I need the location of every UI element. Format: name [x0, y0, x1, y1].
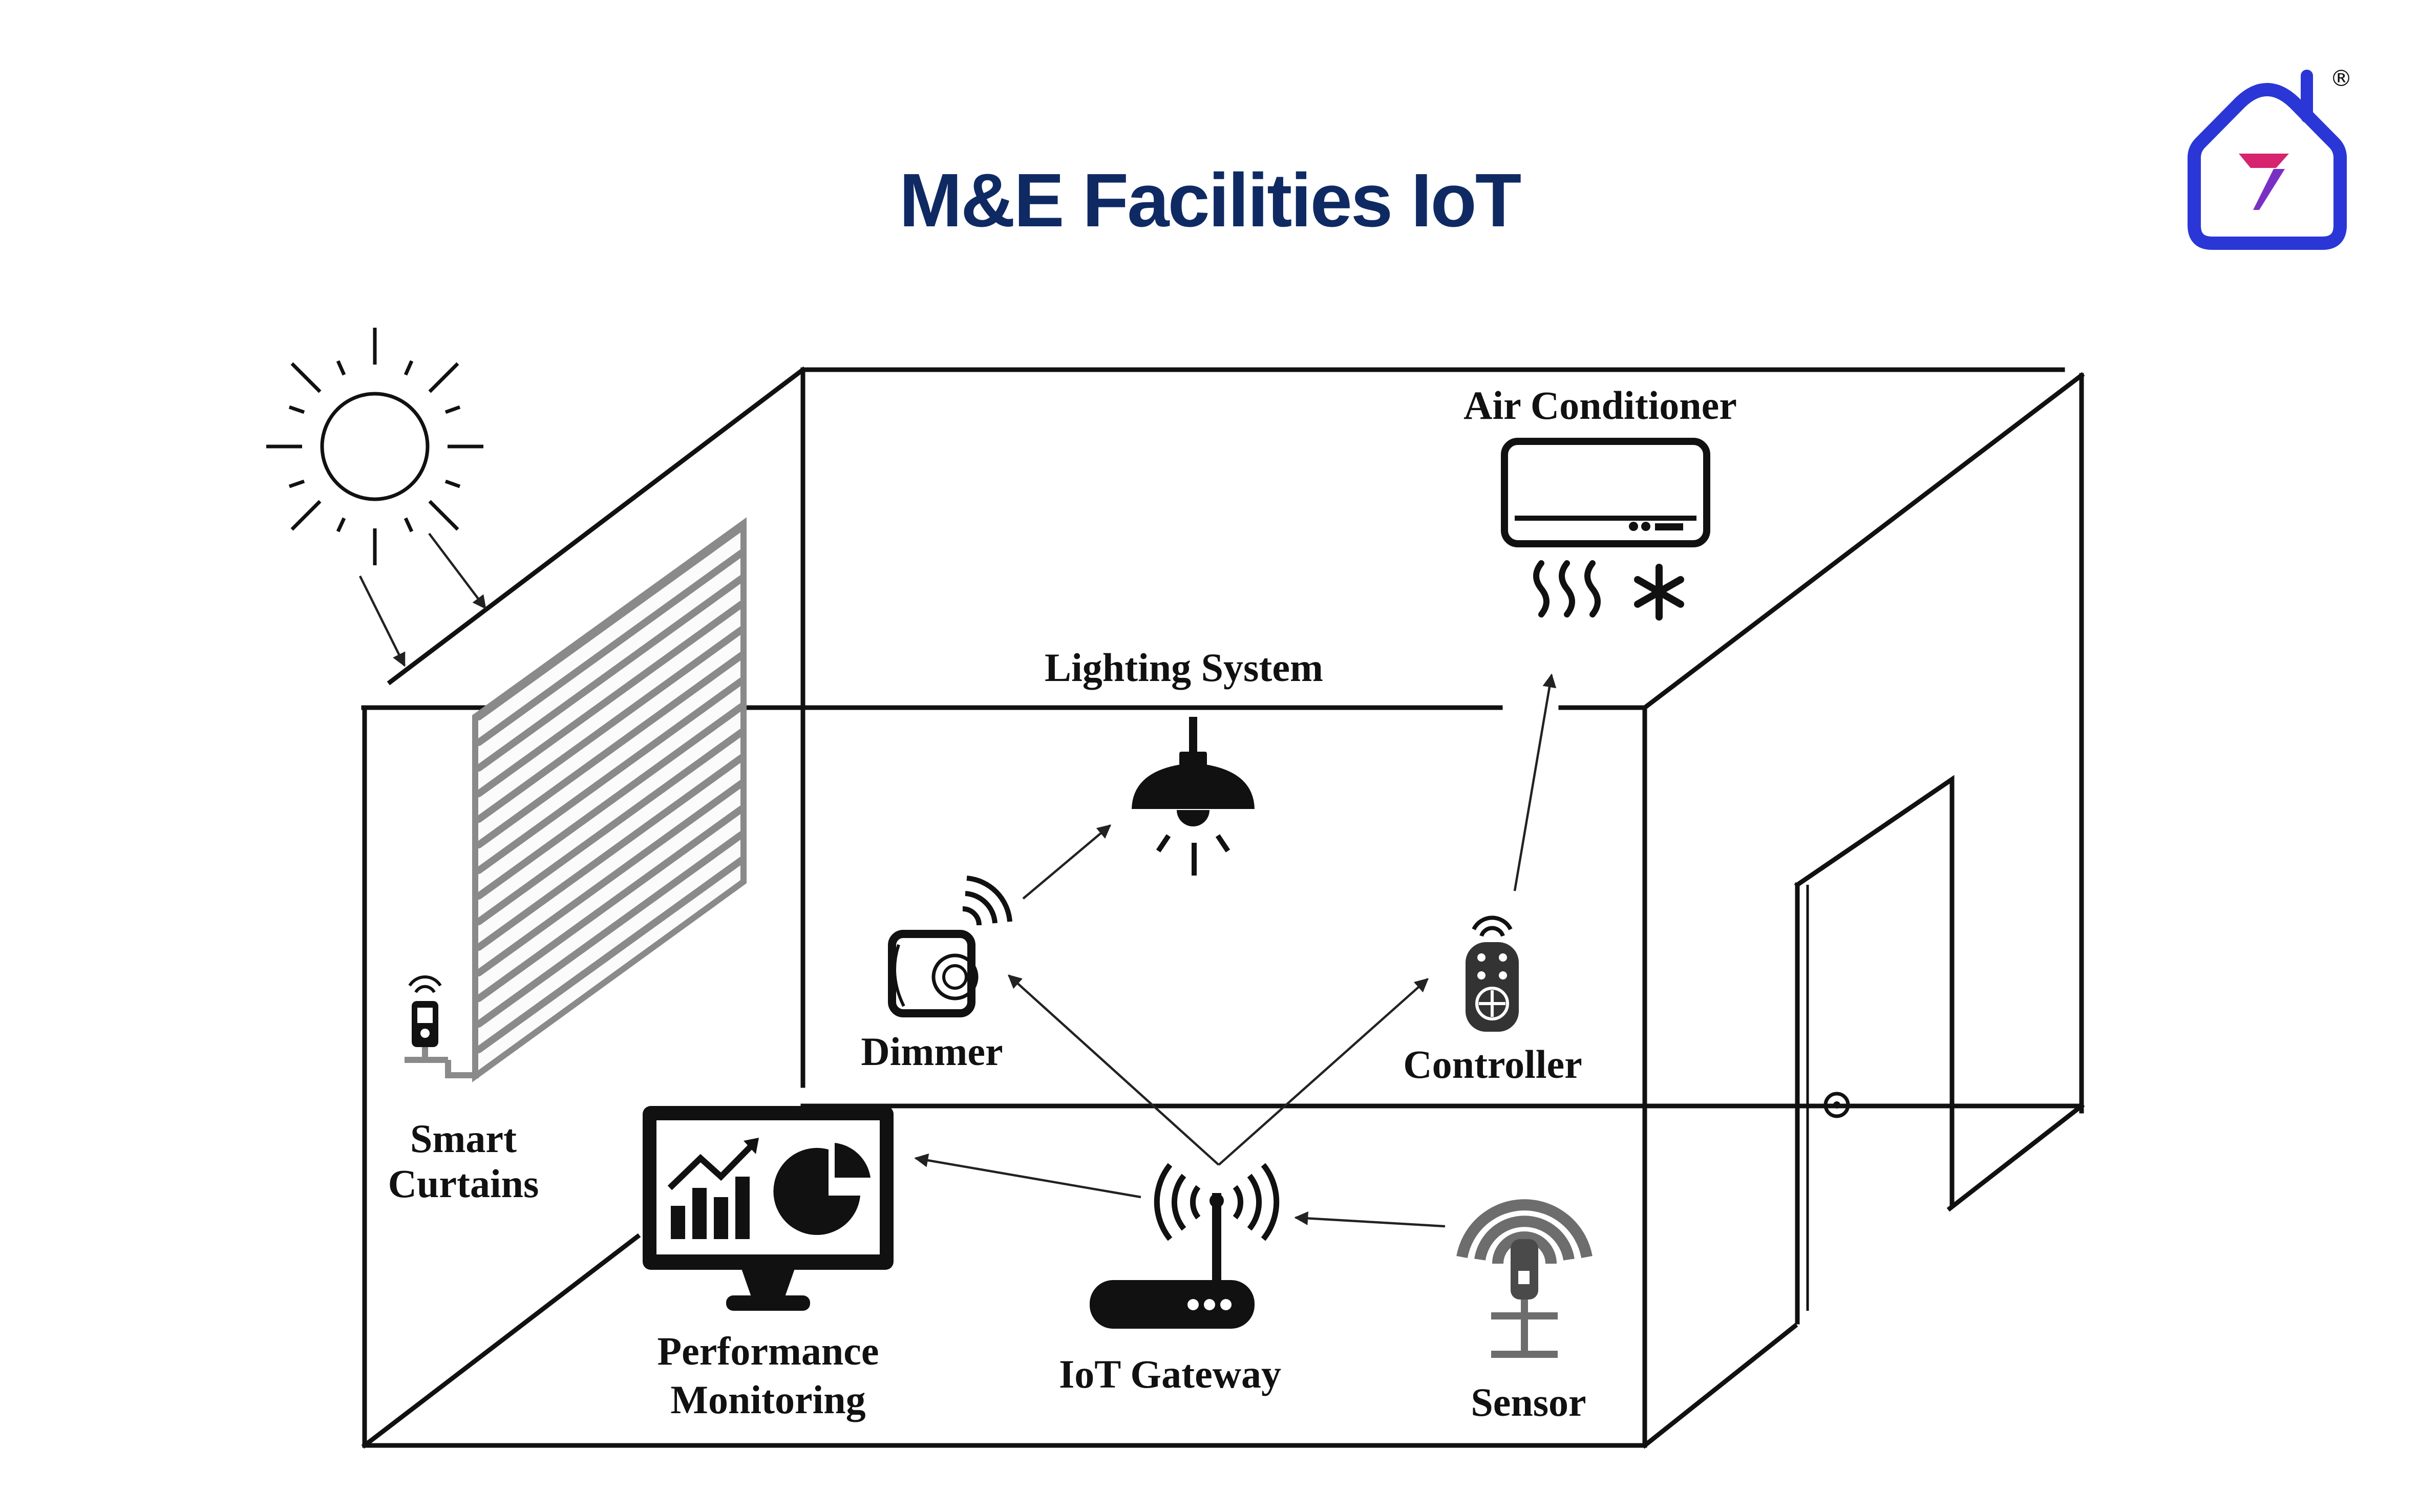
flow-arrows [914, 673, 1557, 1228]
curtain-slat [475, 780, 745, 976]
lighting-system-label: Lighting System [1045, 645, 1323, 690]
curtain-slat [475, 549, 745, 746]
sensor-label: Sensor [1471, 1380, 1586, 1424]
arrow-sensor-to-gateway [1294, 1211, 1446, 1228]
performance-monitor-icon [643, 1106, 894, 1311]
controller-icon [1466, 915, 1519, 1032]
curtain-slat [475, 805, 745, 1002]
brand-logo: ® [2188, 66, 2352, 250]
smart-curtains-label: Smart [410, 1116, 517, 1161]
iot-gateway-icon [1090, 1163, 1280, 1329]
air-conditioner-icon [1501, 438, 1710, 621]
curtain-remote-icon [405, 975, 479, 1078]
sunlight-arrow [358, 575, 406, 667]
curtain-slats [475, 524, 745, 1053]
curtain-slat [475, 677, 745, 874]
sensor-icon [1456, 1199, 1593, 1358]
smart-curtains [472, 517, 747, 1082]
dimmer-icon [888, 876, 1012, 1017]
door [1794, 775, 1955, 1325]
curtain-slat [475, 575, 745, 772]
lamp-icon [1132, 717, 1255, 876]
smart-curtains-label: Curtains [388, 1161, 539, 1206]
curtain-slat [475, 626, 745, 823]
arrow-gateway-to-dimmer [1007, 974, 1220, 1166]
air-conditioner-label: Air Conditioner [1463, 383, 1737, 428]
registered-mark: ® [2330, 66, 2352, 92]
arrow-controller-to-ac [1513, 673, 1557, 891]
curtain-slat [475, 652, 745, 848]
iot-gateway-label: IoT Gateway [1059, 1352, 1281, 1396]
curtain-slat [475, 601, 745, 797]
page-title: M&E Facilities IoT [899, 158, 1521, 243]
curtain-slat [475, 754, 745, 951]
performance-monitoring-label: Monitoring [670, 1377, 865, 1422]
performance-monitoring-label: Performance [657, 1329, 879, 1373]
curtain-slat [475, 857, 745, 1053]
sunlight-arrow [428, 533, 486, 610]
sun-icon [266, 328, 483, 565]
arrow-gateway-to-monitor [914, 1153, 1141, 1199]
arrow-dimmer-to-lamp [1022, 824, 1112, 900]
curtain-slat [475, 524, 745, 720]
curtain-slat [475, 831, 745, 1028]
curtain-slat [475, 729, 745, 925]
arrow-gateway-to-controller [1218, 978, 1429, 1166]
controller-label: Controller [1403, 1042, 1582, 1087]
dimmer-label: Dimmer [861, 1029, 1003, 1074]
curtain-slat [475, 703, 745, 900]
